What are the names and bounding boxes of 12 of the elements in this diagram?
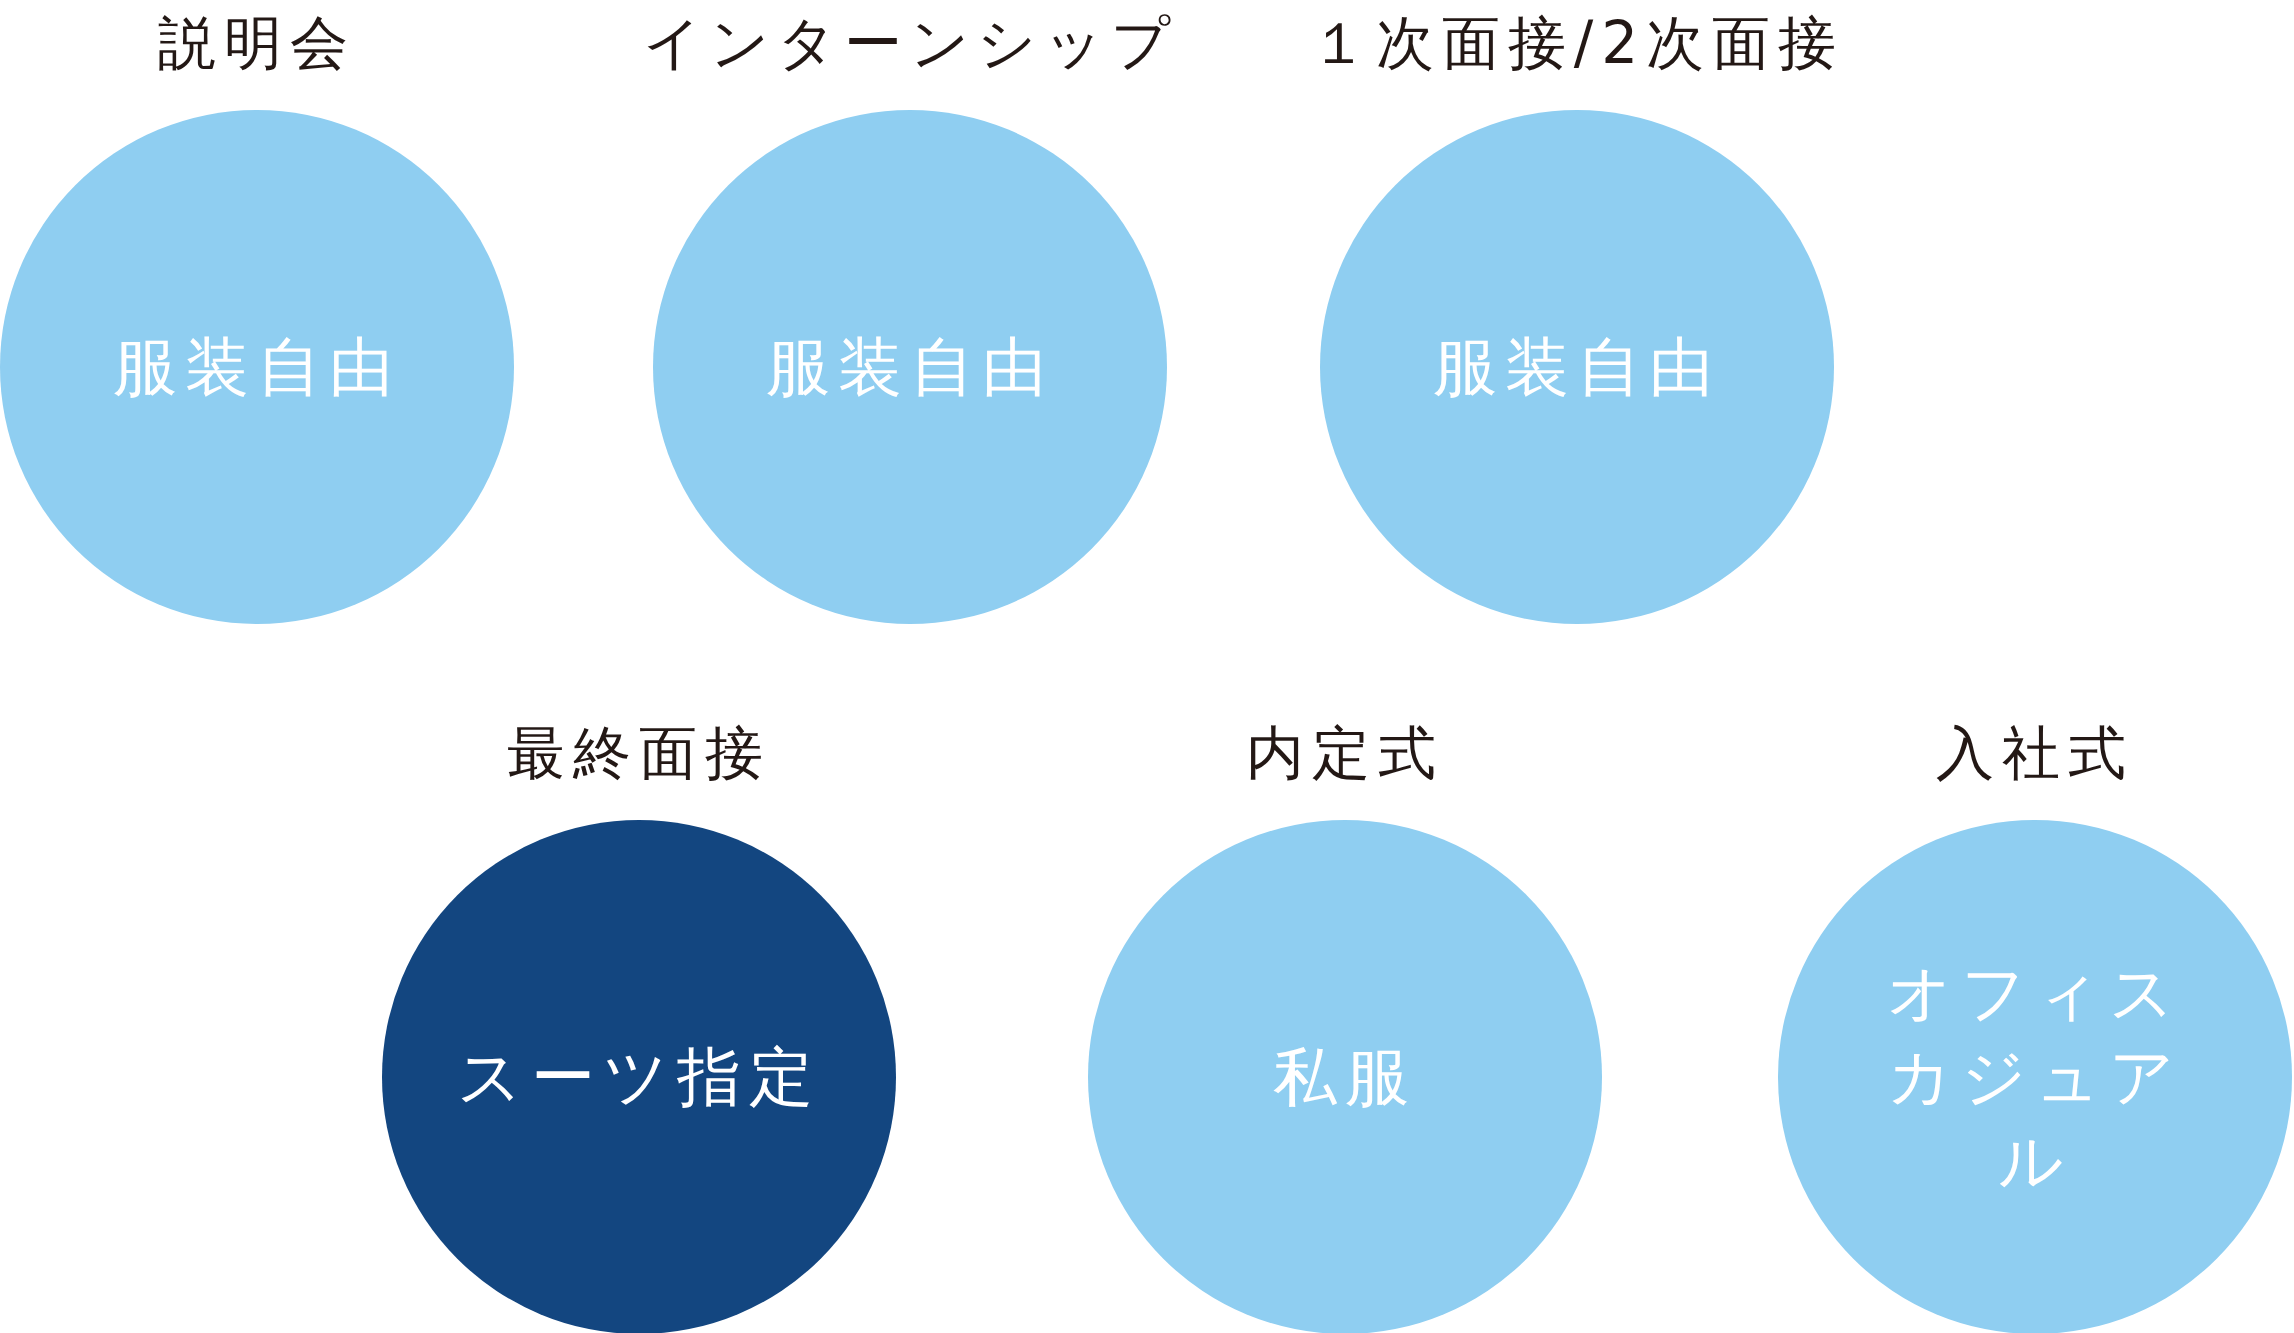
dress-code-circle: 服装自由 bbox=[653, 110, 1167, 624]
stage-heading: 入社式 bbox=[1935, 718, 2135, 788]
dress-code-circle: 服装自由 bbox=[1320, 110, 1834, 624]
dress-code-circle: 服装自由 bbox=[0, 110, 514, 624]
stage-heading: 説明会 bbox=[157, 8, 357, 78]
stage-heading: １次面接/2次面接 bbox=[1308, 8, 1846, 78]
dress-code-circle: 私服 bbox=[1088, 820, 1602, 1333]
stage-heading: インターンシップ bbox=[641, 8, 1179, 78]
stage-heading: 最終面接 bbox=[506, 718, 772, 788]
dress-code-circle: オフィスカジュアル bbox=[1778, 820, 2292, 1333]
stage-heading: 内定式 bbox=[1245, 718, 1445, 788]
dress-code-circle: スーツ指定 bbox=[382, 820, 896, 1333]
